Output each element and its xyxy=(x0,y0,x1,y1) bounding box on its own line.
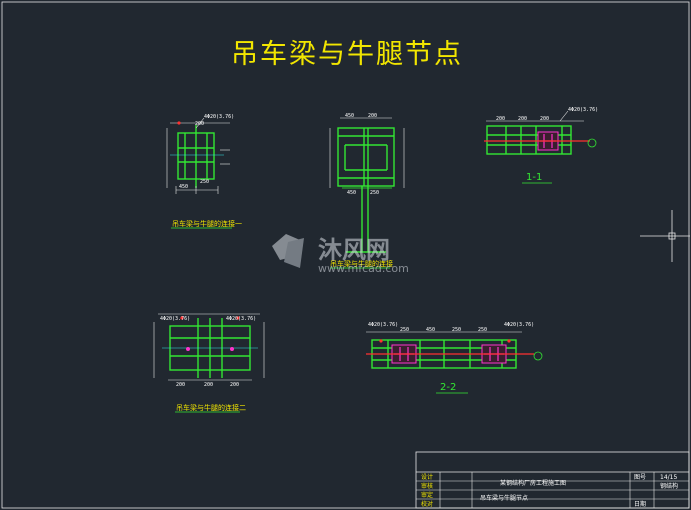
dim-label: 4Φ20(3.76) xyxy=(226,316,256,322)
dim-label: 250 xyxy=(200,179,209,185)
section-2-2: 4Φ20(3.76) 4Φ20(3.76) 250 450 250 250 2-… xyxy=(366,322,543,394)
dim-label: 200 xyxy=(195,121,204,127)
dim-label: 250 xyxy=(452,327,461,333)
dim-label: 450 xyxy=(347,190,356,196)
project-name: 某钢结构厂房工程施工图 xyxy=(500,479,566,487)
dim-label: 250 xyxy=(370,190,379,196)
dim-label: 200 xyxy=(204,382,213,388)
title-block-row: 审核 xyxy=(421,482,433,490)
detail-view-3: 4Φ20(3.76) 4Φ20(3.76) 200 200 200 吊车梁与牛腿… xyxy=(153,313,265,413)
dim-label: 250 xyxy=(400,327,409,333)
title-block-row: 校对 xyxy=(421,500,433,508)
section-1-1: 200 200 200 4Φ20(3.76) 1-1 xyxy=(484,107,598,184)
detail-view-1: 4Φ20(3.76) 200 450 250 吊车梁与牛腿的连接一 xyxy=(166,114,242,229)
title-block-row: 设计 xyxy=(421,473,433,481)
watermark-brand: 沐风网 xyxy=(318,236,390,264)
dim-label: 4Φ20(3.76) xyxy=(504,322,534,328)
dim-label: 200 xyxy=(368,113,377,119)
version: 钢结构 xyxy=(660,482,678,490)
dim-label: 4Φ20(3.76) xyxy=(160,316,190,322)
view-caption: 吊车梁与牛腿的连接一 xyxy=(172,219,242,228)
watermark-logo-icon xyxy=(272,234,304,268)
drawing-name: 吊车梁与牛腿节点 xyxy=(480,494,528,502)
crosshair-cursor-icon xyxy=(640,210,690,262)
sheet-label: 图号 xyxy=(634,474,646,481)
section-label: 2-2 xyxy=(440,382,456,393)
dim-label: 4Φ20(3.76) xyxy=(204,114,234,120)
watermark-url: www.mfcad.com xyxy=(318,262,409,275)
view-caption: 吊车梁与牛腿的连接二 xyxy=(176,403,246,412)
sheet-number: 14/15 xyxy=(660,474,677,481)
watermark: 沐风网 www.mfcad.com xyxy=(272,234,409,275)
dim-label: 450 xyxy=(179,184,188,190)
date-label: 日期 xyxy=(634,500,646,508)
title-block-row: 审定 xyxy=(421,491,433,499)
dim-label: 4Φ20(3.76) xyxy=(368,322,398,328)
drawing-title: 吊车梁与牛腿节点 xyxy=(231,39,463,70)
dim-label: 200 xyxy=(540,116,549,122)
view-caption: 吊车梁与牛腿的连接 xyxy=(330,259,393,268)
section-label: 1-1 xyxy=(526,172,542,183)
dim-label: 4Φ20(3.76) xyxy=(568,107,598,113)
dim-label: 450 xyxy=(345,113,354,119)
title-block: 设计 审核 审定 校对 某钢结构厂房工程施工图 吊车梁与牛腿节点 图号 14/1… xyxy=(415,451,690,509)
dim-label: 200 xyxy=(518,116,527,122)
detail-view-2: 450 200 450 250 吊车梁与牛腿的连接 xyxy=(329,113,405,269)
dim-label: 200 xyxy=(176,382,185,388)
dim-label: 200 xyxy=(496,116,505,122)
dim-label: 200 xyxy=(230,382,239,388)
dim-label: 250 xyxy=(478,327,487,333)
dim-label: 450 xyxy=(426,327,435,333)
